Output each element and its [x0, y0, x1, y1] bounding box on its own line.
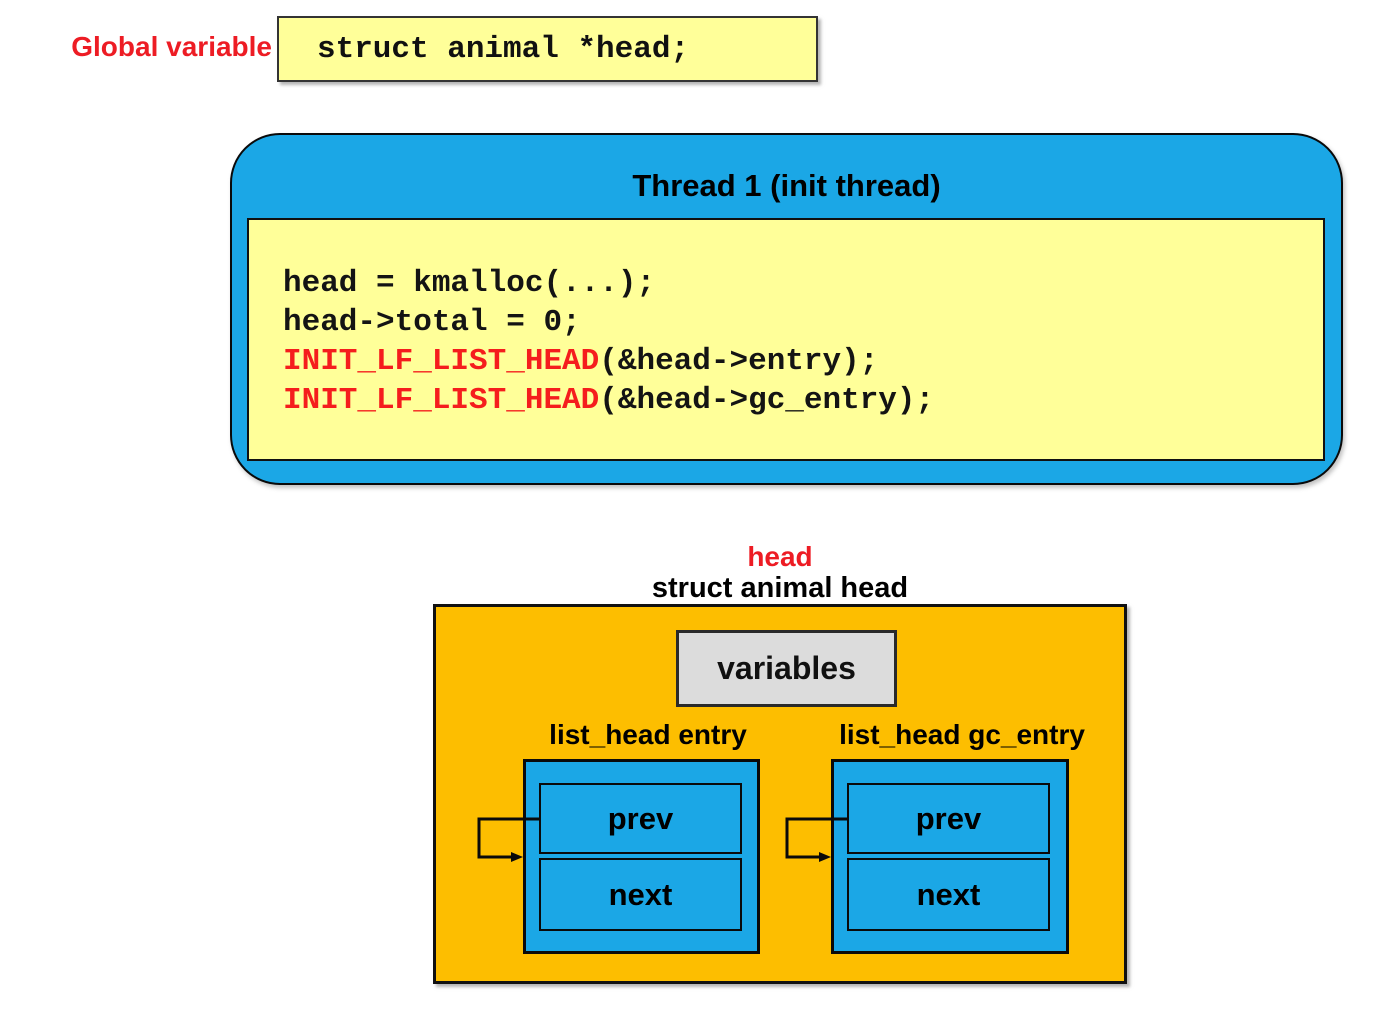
macro-name: INIT_LF_LIST_HEAD	[283, 383, 600, 418]
list-head-gc-entry-box: prev next	[831, 759, 1069, 954]
struct-animal-box: variables list_head entry list_head gc_e…	[433, 604, 1127, 984]
next-field: next	[847, 858, 1050, 931]
thread1-title: Thread 1 (init thread)	[632, 168, 941, 203]
struct-type-label: struct animal head	[651, 572, 909, 604]
list-head-entry-box: prev next	[523, 759, 760, 954]
global-variable-code-box: struct animal *head;	[277, 16, 818, 82]
head-pointer-label: head	[747, 541, 813, 572]
field-label: prev	[915, 800, 982, 836]
variables-label: variables	[717, 650, 856, 686]
code-line: head->total = 0;	[283, 303, 1323, 342]
code-line: INIT_LF_LIST_HEAD(&head->gc_entry);	[283, 381, 1323, 420]
code-text: head = kmalloc(...);	[283, 266, 656, 301]
next-field: next	[539, 858, 742, 931]
thread1-panel: Thread 1 (init thread) head = kmalloc(..…	[230, 133, 1343, 485]
prev-field: prev	[539, 783, 742, 854]
variables-box: variables	[676, 630, 897, 707]
list-head-entry-label: list_head entry	[549, 719, 747, 750]
code-text: head->total = 0;	[283, 305, 581, 340]
macro-name: INIT_LF_LIST_HEAD	[283, 344, 600, 379]
macro-args: (&head->entry);	[599, 344, 879, 379]
field-label: next	[916, 876, 981, 912]
field-label: prev	[607, 800, 674, 836]
global-variable-code: struct animal *head;	[317, 31, 690, 67]
code-line: INIT_LF_LIST_HEAD(&head->entry);	[283, 342, 1323, 381]
code-line: head = kmalloc(...);	[283, 264, 1323, 303]
list-head-gc-entry-label: list_head gc_entry	[839, 719, 1085, 750]
global-variable-label: Global variable	[71, 31, 272, 62]
prev-field: prev	[847, 783, 1050, 854]
thread1-code-box: head = kmalloc(...); head->total = 0; IN…	[247, 218, 1325, 461]
field-label: next	[608, 876, 673, 912]
macro-args: (&head->gc_entry);	[599, 383, 935, 418]
